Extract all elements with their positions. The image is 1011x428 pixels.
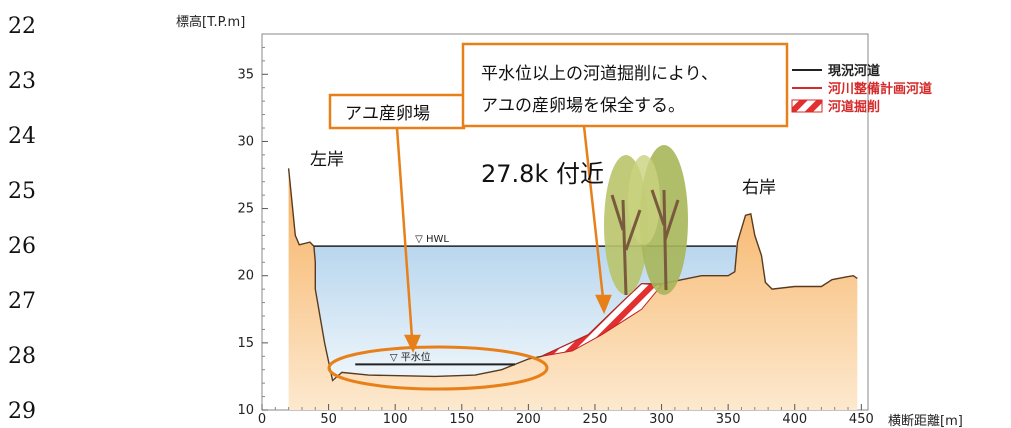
line-number: 27: [8, 289, 36, 314]
spawning-ground-ellipse: [327, 345, 549, 391]
annotation-arrows: [395, 98, 612, 353]
right-bank-label: 右岸: [742, 178, 776, 198]
y-tick-label: 35: [237, 67, 254, 82]
legend-swatch: [791, 99, 823, 113]
line-number: 25: [8, 179, 36, 204]
note-line-2: アユの産卵場を保全する。: [481, 96, 685, 116]
x-tick-label: 450: [849, 412, 874, 427]
legend-label: 現況河道: [828, 63, 880, 79]
y-axis-ticks: 10 15 20 25 30 35: [237, 33, 268, 418]
x-tick-label: 250: [583, 412, 608, 427]
line-number: 23: [8, 69, 36, 94]
spawning-ground-label-box: [328, 93, 466, 130]
line-number: 28: [8, 344, 36, 369]
water-level-label: ▽ HWL: [415, 234, 449, 245]
x-tick-label: 100: [383, 412, 408, 427]
x-tick-label: 200: [516, 412, 541, 427]
spawning-ground-label: アユ産卵場: [345, 104, 430, 124]
y-tick-label: 20: [237, 269, 254, 284]
x-tick-label: 50: [320, 412, 337, 427]
ground-area: [288, 168, 858, 410]
legend-label: 河川整備計画河道: [828, 81, 932, 97]
location-label: 27.8k 付近: [481, 160, 604, 188]
line-numbers: 22 23 24 25 26 27 28 29: [0, 0, 70, 428]
line-number: 26: [8, 234, 36, 259]
x-tick-label: 150: [449, 412, 474, 427]
x-tick-label: 400: [782, 412, 807, 427]
line-number: 24: [8, 124, 36, 149]
note-line-1: 平水位以上の河道掘削により、: [481, 64, 718, 84]
y-axis-label: 標高[T.P.m]: [176, 14, 245, 30]
water-level-label: ▽ 平水位: [390, 350, 431, 363]
y-tick-label: 25: [237, 202, 254, 217]
x-tick-label: 0: [258, 412, 266, 427]
left-bank-label: 左岸: [310, 150, 344, 170]
note-box: [461, 42, 789, 128]
line-number: 29: [8, 399, 36, 424]
x-axis-label: 横断距離[m]: [888, 414, 963, 428]
x-tick-label: 300: [649, 412, 674, 427]
legend-label: 河道掘削: [828, 99, 880, 115]
line-number: 22: [8, 14, 36, 39]
y-tick-label: 30: [237, 134, 254, 149]
y-tick-label: 15: [237, 336, 254, 351]
x-axis-ticks: 0 50 100 150 200 250 300 350 400 450: [258, 404, 874, 427]
x-tick-label: 350: [716, 412, 741, 427]
y-tick-label: 10: [237, 403, 254, 418]
trees-illustration: [604, 145, 688, 296]
